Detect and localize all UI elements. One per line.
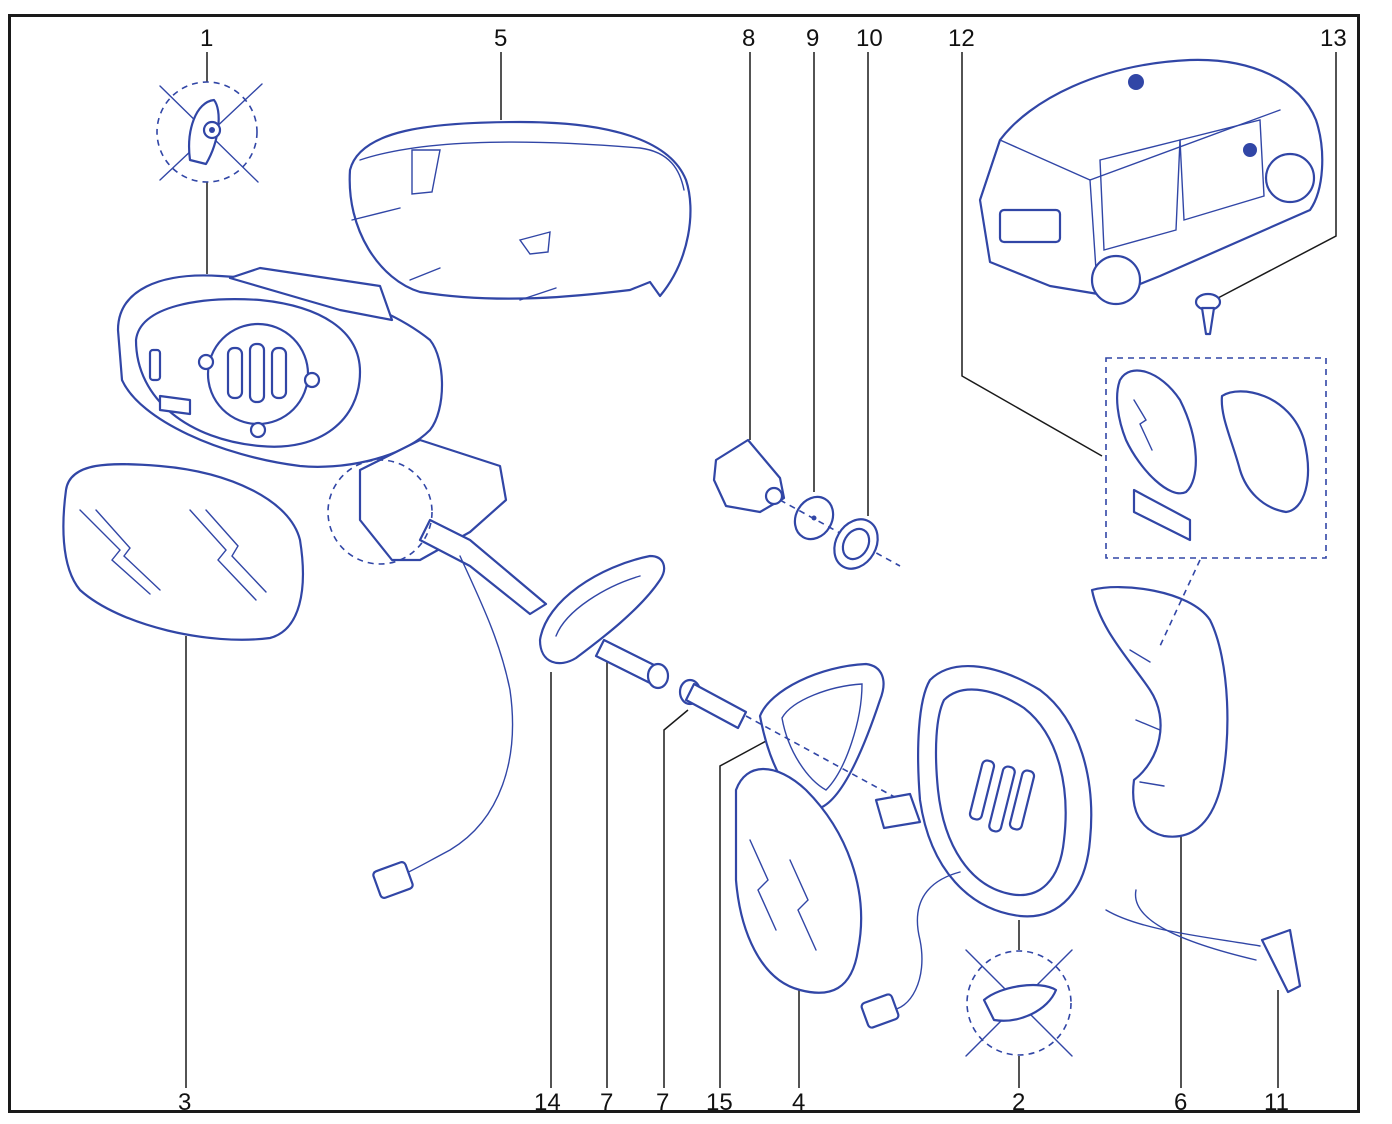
inset-box-12: [1105, 357, 1327, 647]
seal-ring-10: [833, 518, 879, 570]
callout-labels: 1 5 8 9 10 12 13 3 14 7 7 15 4 2 6 11: [178, 25, 1347, 1116]
motor-8: [712, 438, 786, 514]
callout-2: 2: [1012, 1089, 1025, 1116]
detail-1-crossed-part: [156, 81, 263, 183]
callout-6: 6: [1174, 1089, 1187, 1116]
screw-13: [1194, 292, 1222, 336]
screw-7-right: [678, 678, 748, 730]
mirror-arm-and-cable: [327, 438, 548, 899]
callout-12: 12: [948, 25, 975, 52]
detail-circle-2: [966, 950, 1072, 1056]
callout-3: 3: [178, 1089, 191, 1116]
callout-7-left: 7: [600, 1089, 613, 1116]
mirror-housing: [116, 266, 444, 468]
callout-4: 4: [792, 1089, 805, 1116]
mirror-glass-4: [734, 768, 863, 994]
callout-1: 1: [200, 25, 213, 52]
callout-10: 10: [856, 25, 883, 52]
callout-5: 5: [494, 25, 507, 52]
mirror-glass-3: [62, 463, 305, 641]
mirror-shell-6: [1090, 585, 1229, 838]
bracket-frame-14: [538, 554, 666, 665]
connector-left: [372, 861, 414, 899]
detail-circle-arm: [327, 459, 433, 565]
screw-7-left: [594, 638, 670, 690]
car-illustration: [978, 58, 1324, 306]
cable-11: [1105, 889, 1302, 994]
callout-13: 13: [1320, 25, 1347, 52]
callout-14: 14: [534, 1089, 561, 1116]
inset-dashed-box: [1105, 357, 1327, 559]
callout-9: 9: [806, 25, 819, 52]
detail-circle-1: [156, 81, 258, 183]
callout-7-right: 7: [656, 1089, 669, 1116]
connector-right: [860, 993, 900, 1029]
callout-8: 8: [742, 25, 755, 52]
mirror-unit-right: [860, 665, 1093, 1029]
callout-11: 11: [1264, 1089, 1289, 1116]
leader-lines: [185, 52, 1337, 1088]
mirror-cover-5: [348, 120, 692, 301]
detail-2-crossed-part: [965, 949, 1073, 1057]
callout-15: 15: [706, 1089, 733, 1116]
